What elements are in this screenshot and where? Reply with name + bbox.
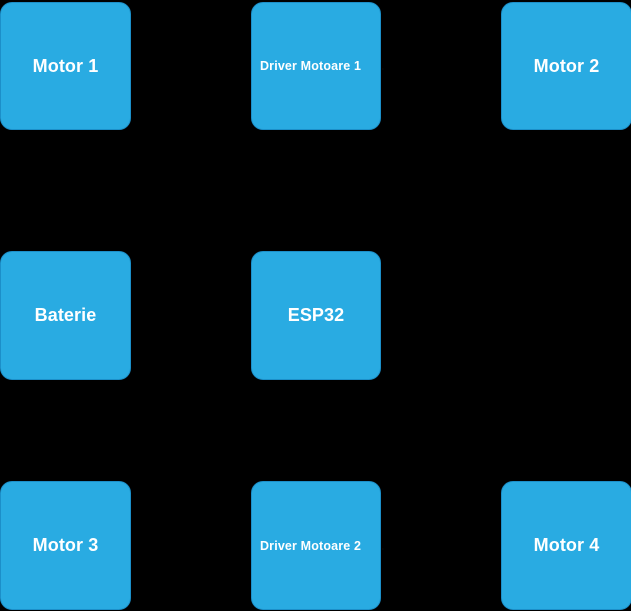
node-motor-1[interactable]: Motor 1 <box>0 2 131 130</box>
node-motor-2-label: Motor 2 <box>533 55 600 76</box>
node-driver-motoare-2[interactable]: Driver Motoare 2 . <box>251 481 385 610</box>
node-driver-motoare-1-label: Driver Motoare 1 <box>260 59 362 73</box>
node-motor-4-label: Motor 4 <box>533 535 600 555</box>
node-driver-motoare-1[interactable]: Driver Motoare 1 . <box>251 2 385 130</box>
node-driver-motoare-1-overflow-glyph: . <box>381 59 385 73</box>
node-driver-motoare-2-overflow-glyph: . <box>381 538 385 553</box>
node-baterie[interactable]: Baterie <box>0 251 131 380</box>
node-esp32-label: ESP32 <box>287 305 345 325</box>
node-baterie-label: Baterie <box>34 305 97 325</box>
node-motor-1-label: Motor 1 <box>32 55 99 76</box>
node-motor-4[interactable]: Motor 4 <box>501 481 631 610</box>
node-motor-2[interactable]: Motor 2 <box>501 2 631 130</box>
node-motor-3[interactable]: Motor 3 <box>0 481 131 610</box>
node-motor-3-label: Motor 3 <box>32 535 99 555</box>
node-esp32[interactable]: ESP32 <box>251 251 381 380</box>
node-driver-motoare-2-label: Driver Motoare 2 <box>260 538 362 553</box>
